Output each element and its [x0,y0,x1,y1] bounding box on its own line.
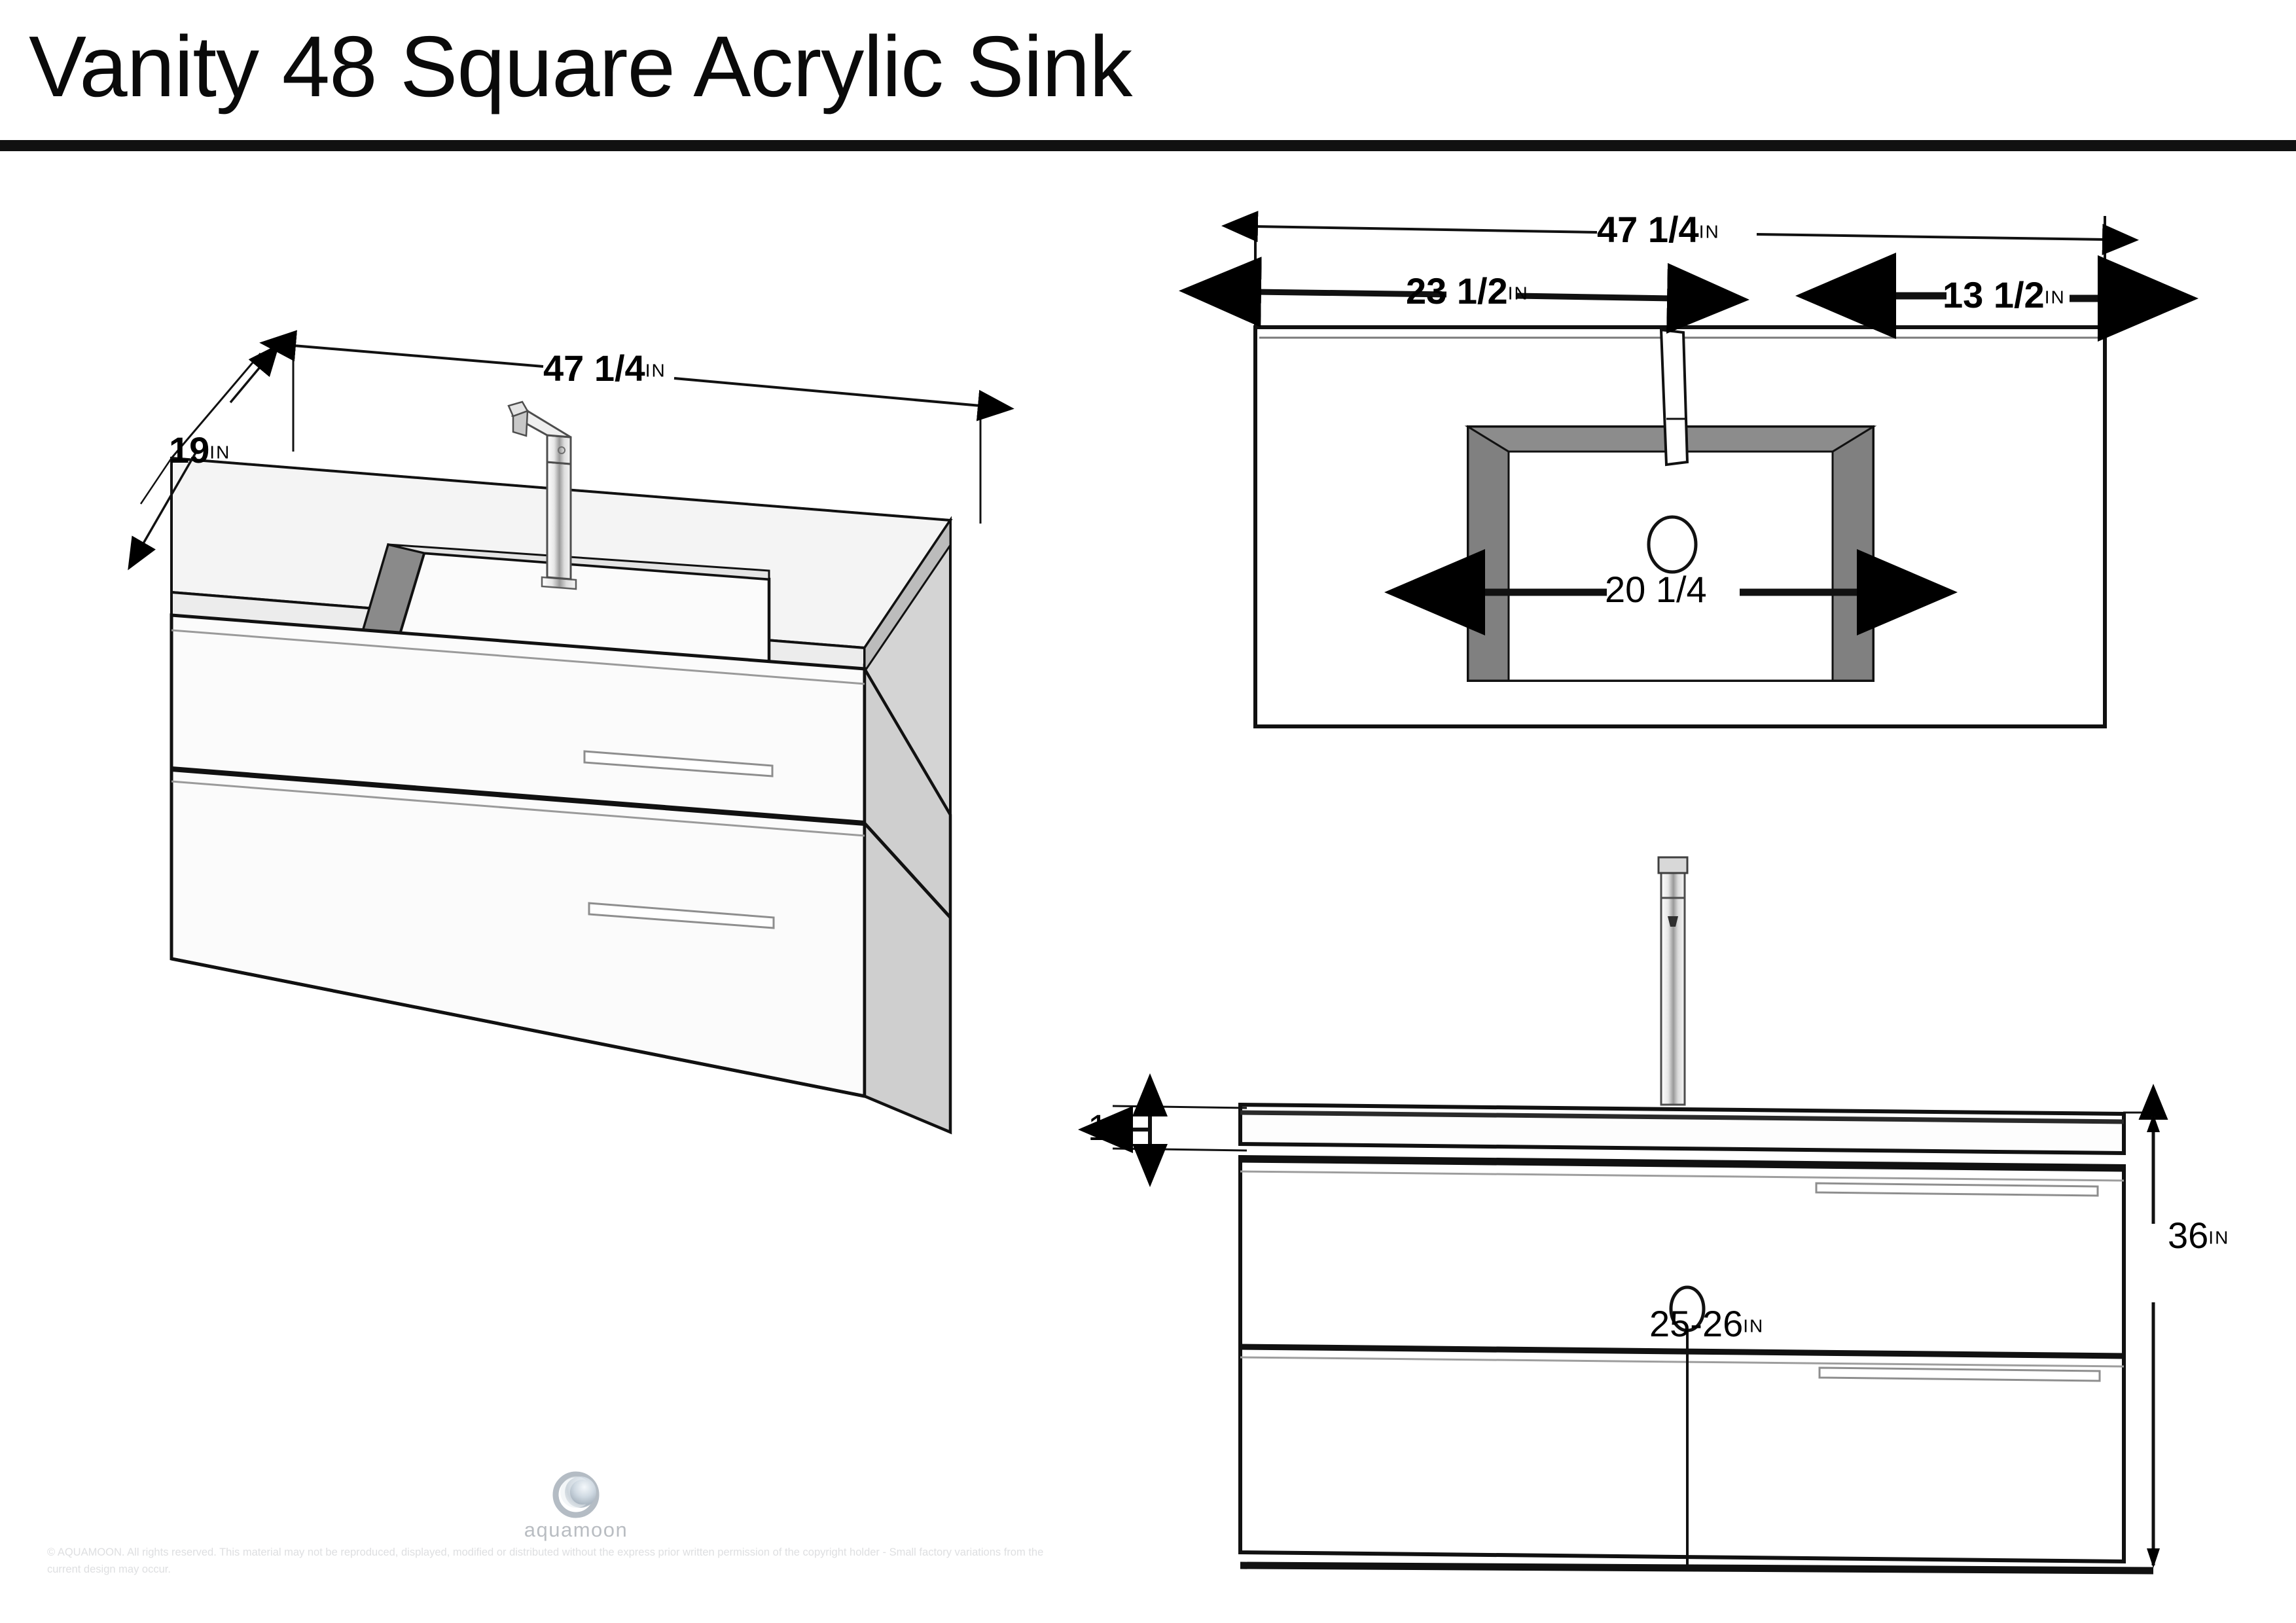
dimension-iso-depth [128,344,280,571]
dimension-label-elev-total-height: 36IN [2168,1215,2230,1256]
dimension-label-iso-depth: 19IN [169,429,231,471]
dimension-plan-basin-width [1384,549,1958,635]
dimension-elev-mount-leader [1669,1285,1706,1565]
copyright-line-2: current design may occur. [47,1563,171,1575]
dimension-label-plan-right-offset: 13 1/2IN [1943,274,2066,315]
crescent-moon-icon [552,1471,600,1518]
dimension-label-plan-faucet-offset: 23 1/2IN [1406,270,1529,312]
plan-view [1179,211,2198,728]
dimension-label-elev-mount-height: 25-26IN [1649,1303,1765,1344]
dimension-plan-faucet-offset [1179,257,1749,334]
isometric-vanity [128,330,1014,1135]
dimension-label-plan-basin-width: 20 1/4 [1605,569,1707,610]
dimension-label-elev-top-thickness: 1IN [1088,1107,1130,1148]
dimension-label-iso-width: 47 1/4IN [543,348,666,389]
header-divider [0,140,2296,151]
faucet-elevation [1657,856,1689,1106]
copyright-notice: © AQUAMOON. All rights reserved. This ma… [47,1544,1160,1578]
elevation-view [1078,856,2168,1575]
brand-logo-wordmark: aquamoon [524,1518,628,1541]
brand-logo: aquamoon [507,1470,645,1541]
faucet-isometric [507,401,577,590]
dimension-label-plan-overall-width: 47 1/4IN [1597,209,1720,250]
dimension-iso-width [259,330,1014,524]
copyright-line-1: © AQUAMOON. All rights reserved. This ma… [47,1546,1044,1558]
page-title: Vanity 48 Square Acrylic Sink [29,18,1132,115]
faucet-plan [1659,328,1689,467]
dimension-elev-total-height [2123,1084,2168,1568]
dimension-plan-right-offset [1795,253,2198,342]
dimension-elev-top-thickness [1078,1073,1247,1187]
